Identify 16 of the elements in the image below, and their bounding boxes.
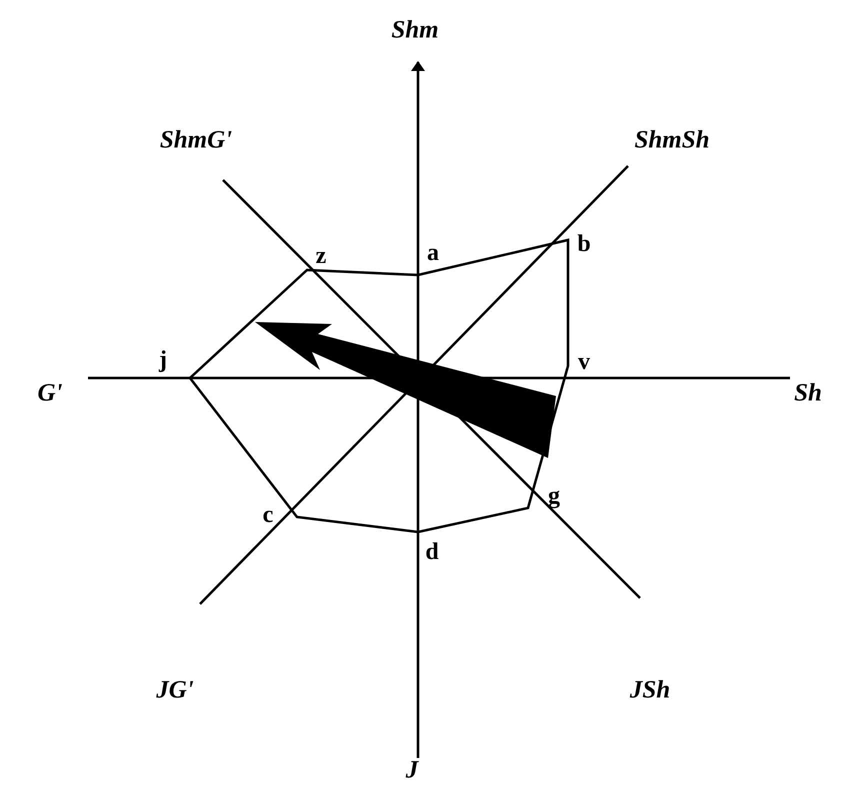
axis-label: JG' (156, 678, 194, 702)
axis-label: G' (38, 380, 62, 406)
point-label: b (577, 232, 591, 256)
point-label: j (159, 348, 167, 372)
axis-label: Sh (794, 380, 822, 406)
point-label: z (316, 244, 326, 268)
axis-label: J (406, 758, 418, 782)
point-label: v (578, 350, 590, 374)
axis-label: Shm (391, 18, 439, 42)
point-label: a (427, 241, 439, 265)
point-label: d (425, 540, 439, 564)
point-label: c (262, 503, 274, 527)
axis-label: ShmG' (160, 128, 232, 152)
point-label: g (548, 484, 560, 508)
axis-label: JSh (630, 678, 670, 702)
axis-label: ShmSh (634, 128, 710, 152)
